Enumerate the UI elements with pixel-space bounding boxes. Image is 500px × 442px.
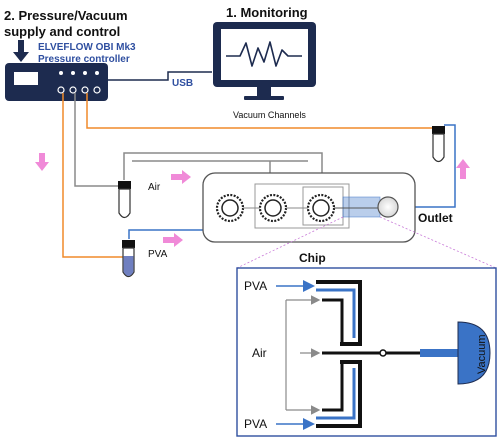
air-line-supply	[74, 93, 124, 187]
inset-air-label: Air	[252, 346, 267, 360]
junction-inset: Vacuum PVA Air PVA	[236, 267, 497, 437]
zoom-guide-right	[379, 216, 497, 269]
air-tube-icon	[118, 181, 131, 219]
pressure-line-pva	[62, 93, 124, 258]
svg-text:Pressure controller: Pressure controller	[38, 54, 130, 65]
pva-tube-icon	[122, 240, 135, 278]
inset-pva-top-label: PVA	[244, 279, 267, 293]
vacuum-channels-label: Vacuum Channels	[233, 110, 306, 120]
supply-title: 2. Pressure/Vacuum supply and control	[4, 8, 128, 39]
supply-down-arrow-icon	[13, 40, 29, 62]
monitor-icon	[213, 22, 316, 100]
pva-tube-label: PVA	[148, 249, 168, 260]
outlet-label: Outlet	[418, 211, 453, 225]
air-tube-label: Air	[148, 182, 161, 193]
pressure-controller-icon	[5, 63, 108, 101]
svg-text:supply and control: supply and control	[4, 24, 120, 39]
inset-vacuum-label: Vacuum	[476, 334, 488, 374]
monitoring-title: 1. Monitoring	[226, 5, 308, 20]
svg-text:Vacuum Channels: Vacuum Channels	[233, 110, 306, 120]
svg-text:ELVEFLOW OBI Mk3: ELVEFLOW OBI Mk3	[38, 42, 136, 53]
chip-icon	[202, 172, 416, 243]
inset-pva-bottom-label: PVA	[244, 417, 267, 431]
flow-arrow-icon	[171, 170, 191, 184]
svg-text:1. Monitoring: 1. Monitoring	[226, 5, 308, 20]
flow-arrow-icon	[163, 233, 183, 247]
svg-text:USB: USB	[172, 78, 193, 89]
usb-cable: USB	[108, 71, 212, 89]
vacuum-line-outlet	[396, 124, 456, 208]
vacuum-tube-icon	[432, 126, 445, 163]
svg-text:2. Pressure/Vacuum: 2. Pressure/Vacuum	[4, 8, 128, 23]
flow-arrow-icon	[35, 153, 49, 171]
chip-label: Chip	[299, 251, 326, 265]
controller-label: ELVEFLOW OBI Mk3 Pressure controller	[38, 42, 136, 65]
flow-arrow-icon	[456, 159, 470, 179]
